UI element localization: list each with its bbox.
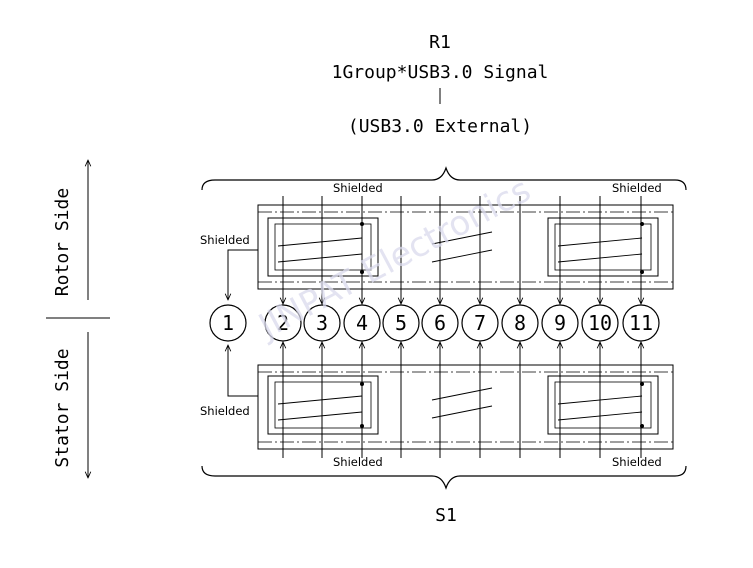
- twisted-pair-marks: [277, 231, 643, 421]
- ring-10: 10: [581, 304, 619, 342]
- ring-1: 1: [209, 304, 247, 342]
- ring-row: 1 2 3 4 5 6 7 8 9 10 11: [209, 304, 660, 342]
- title-external: (USB3.0 External): [348, 116, 532, 137]
- bottom-label-s1: S1: [435, 505, 457, 526]
- title-signal: 1Group*USB3.0 Signal: [332, 62, 549, 83]
- ring-3: 3: [303, 304, 341, 342]
- ring-label: 11: [629, 311, 653, 335]
- ring-label: 9: [554, 311, 566, 335]
- bottom-brace: [201, 465, 687, 490]
- ring-2: 2: [264, 304, 302, 342]
- shielded-label-top-left: Shielded: [333, 181, 383, 195]
- ring1-stator-lead: [228, 345, 258, 397]
- ring-label: 5: [395, 311, 407, 335]
- ring-label: 10: [588, 311, 612, 335]
- stator-shield: [257, 364, 674, 450]
- ring-label: 6: [434, 311, 446, 335]
- ring-5: 5: [382, 304, 420, 342]
- shielded-label-stator-left: Shielded: [200, 404, 250, 418]
- shielded-label-bottom-right: Shielded: [612, 455, 662, 469]
- ring-label: 3: [316, 311, 328, 335]
- ring-9: 9: [541, 304, 579, 342]
- ring-label: 1: [222, 311, 234, 335]
- ring-label: 4: [356, 311, 368, 335]
- rotor-shield: [257, 204, 674, 290]
- ring-7: 7: [461, 304, 499, 342]
- title-r1: R1: [429, 32, 451, 53]
- shielded-label-top-right: Shielded: [612, 181, 662, 195]
- top-brace: [201, 166, 687, 191]
- ring-label: 7: [474, 311, 486, 335]
- ring-4: 4: [343, 304, 381, 342]
- ring1-rotor-lead: [228, 249, 258, 300]
- ring-6: 6: [421, 304, 459, 342]
- shielded-label-bottom-left: Shielded: [333, 455, 383, 469]
- ring-label: 2: [277, 311, 289, 335]
- ring-11: 11: [622, 304, 660, 342]
- rotor-side-label: Rotor Side: [52, 188, 73, 296]
- stator-side-label: Stator Side: [52, 348, 73, 467]
- ring-wires: [283, 196, 641, 458]
- shielded-label-rotor-left: Shielded: [200, 233, 250, 247]
- ring-label: 8: [514, 311, 526, 335]
- ring-8: 8: [501, 304, 539, 342]
